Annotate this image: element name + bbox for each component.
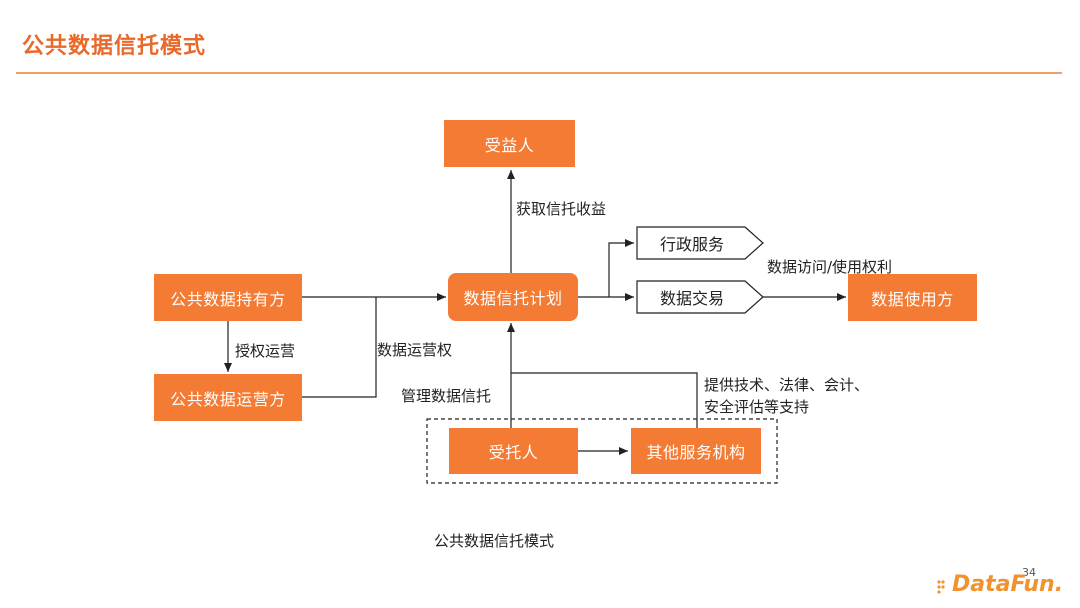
edge-to-admin-service: [608, 239, 634, 297]
title-divider: [16, 72, 1062, 74]
node-public-data-holder: 公共数据持有方: [154, 274, 302, 321]
logo-dots-icon: [937, 580, 945, 594]
node-public-data-operator: 公共数据运营方: [154, 374, 302, 421]
edge-operator-to-plan: [302, 297, 377, 398]
datafun-logo: DataFun.: [952, 572, 1064, 597]
figure-caption: 公共数据信托模式: [434, 532, 555, 550]
trustee-group-border: [426, 418, 778, 484]
node-trustee: 受托人: [449, 428, 578, 474]
label-manage-data-trust: 管理数据信托: [401, 387, 492, 405]
edge-services-to-plan: [511, 372, 698, 428]
label-data-operation-right: 数据运营权: [377, 341, 453, 359]
node-beneficiary: 受益人: [444, 120, 575, 167]
label-authorized-operation: 授权运营: [235, 342, 296, 360]
label-obtain-trust-income: 获取信托收益: [516, 200, 607, 218]
label-support: 提供技术、法律、会计、安全评估等支持: [704, 376, 870, 416]
admin-service-shape: [636, 226, 764, 260]
page-number: 34: [1022, 566, 1036, 579]
data-trading-shape: [636, 280, 764, 314]
node-other-service-orgs: 其他服务机构: [631, 428, 761, 474]
slide-title: 公共数据信托模式: [22, 34, 207, 59]
node-admin-service: 行政服务: [659, 235, 724, 254]
node-data-user: 数据使用方: [848, 274, 977, 321]
node-data-trading: 数据交易: [659, 289, 724, 308]
node-data-trust-plan: 数据信托计划: [448, 273, 578, 321]
label-access-use-rights: 数据访问/使用权利: [767, 258, 893, 276]
